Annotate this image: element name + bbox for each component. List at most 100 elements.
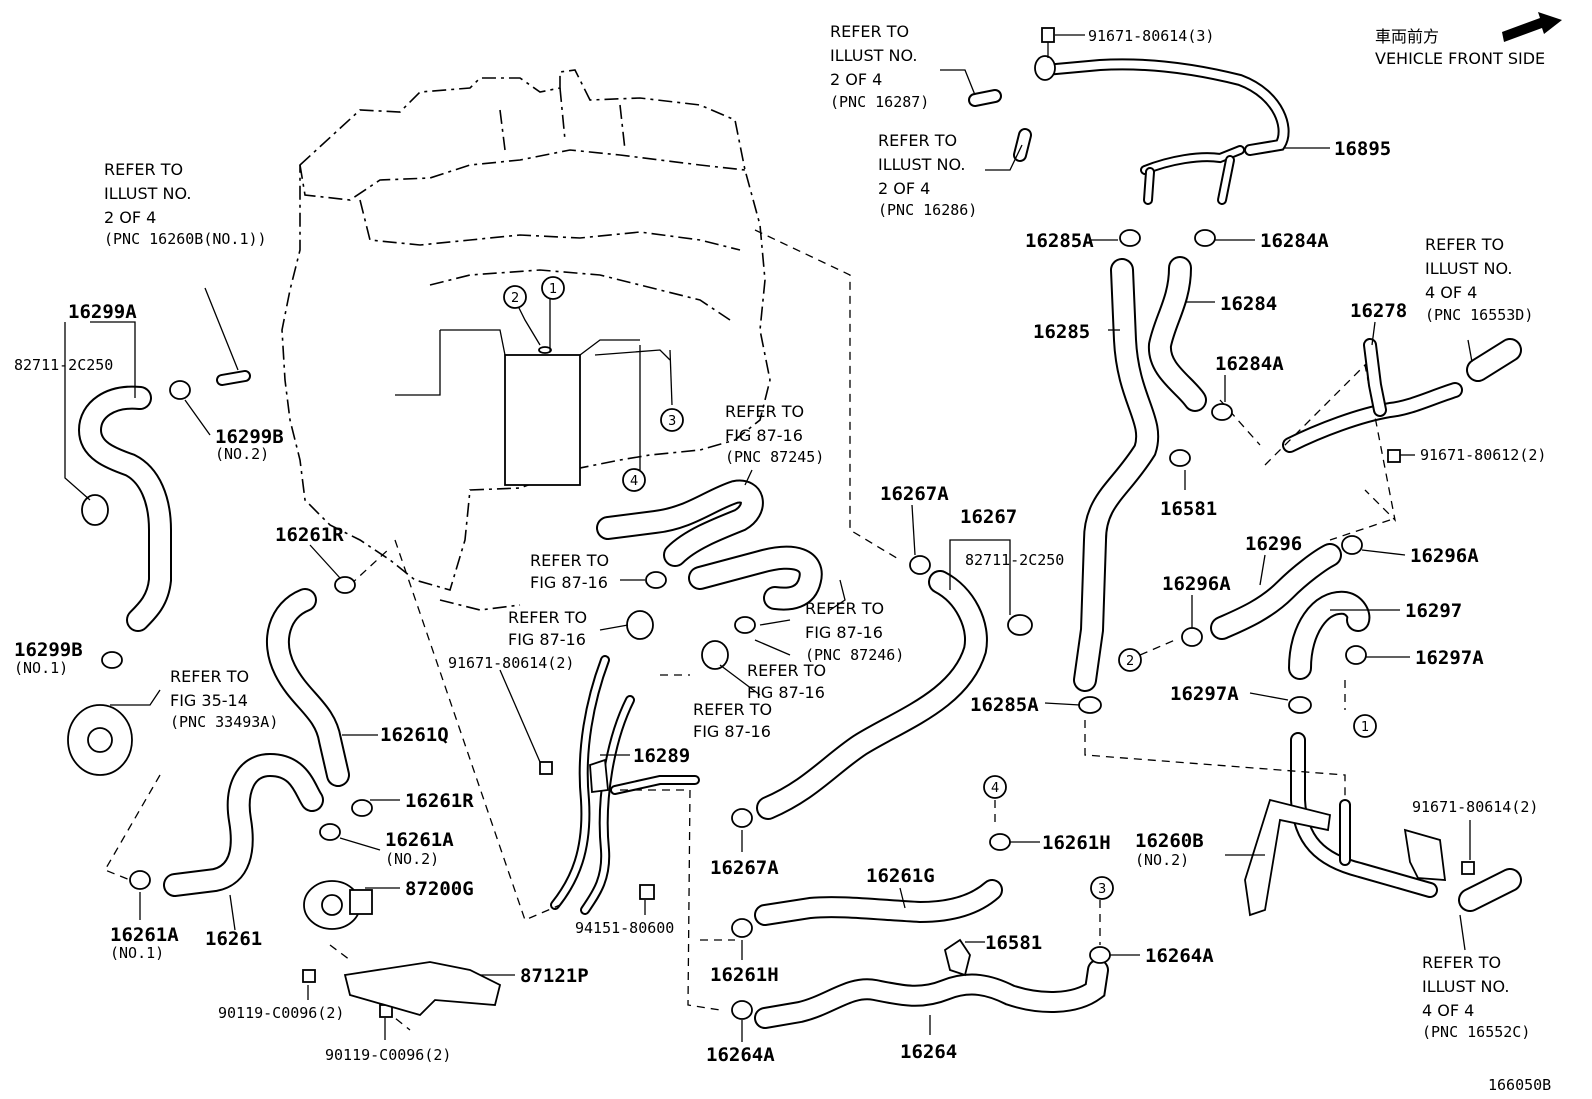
svg-text:FIG 87-16: FIG 87-16 <box>725 426 803 445</box>
clamp-icon <box>1194 229 1216 247</box>
bracket-icon <box>1244 798 1331 917</box>
clamp-icon <box>1341 535 1363 555</box>
part-label: 91671-80614(2) <box>448 654 574 672</box>
svg-text:FIG 87-16: FIG 87-16 <box>693 722 771 741</box>
svg-text:FIG 87-16: FIG 87-16 <box>530 573 608 592</box>
part-label: 90119-C0096(2) <box>218 1004 344 1022</box>
clamp-icon <box>1211 403 1233 421</box>
part-labels: 91671-80614(3) 16895 16285A 16284A 16285… <box>14 27 1551 1094</box>
part-label: 16261R <box>405 790 474 812</box>
part-label: 16267A <box>710 857 779 879</box>
part-label: 16261G <box>866 865 935 887</box>
clamp-icon <box>626 610 654 640</box>
svg-text:REFER TO: REFER TO <box>104 160 183 179</box>
part-label: 91671-80614(2) <box>1412 798 1538 816</box>
svg-text:ILLUST NO.: ILLUST NO. <box>830 46 917 65</box>
ref-block-fig87-16-d: REFER TO FIG 87-16 <box>693 700 772 741</box>
svg-text:REFER TO: REFER TO <box>830 22 909 41</box>
hoses <box>77 58 1522 1029</box>
part-label: 16297A <box>1415 647 1484 669</box>
svg-text:ILLUST NO.: ILLUST NO. <box>1422 977 1509 996</box>
callout-3: 3 <box>1098 882 1106 897</box>
part-label: 16895 <box>1334 138 1391 160</box>
part-label: 16296A <box>1410 545 1479 567</box>
ref-block-4of4-16552C: REFER TO ILLUST NO. 4 OF 4 (PNC 16552C) <box>1422 953 1530 1041</box>
ref-block-fig87-16-b: REFER TO FIG 87-16 <box>508 608 587 649</box>
part-label: 16296A <box>1162 573 1231 595</box>
bolt-icon <box>539 761 553 775</box>
clamp-icon <box>734 616 756 634</box>
callout-2-circle <box>1118 648 1142 672</box>
part-label: (NO.1) <box>14 659 68 677</box>
bracket-icon <box>1403 828 1447 881</box>
svg-text:ILLUST NO.: ILLUST NO. <box>1425 259 1512 278</box>
svg-text:2 OF 4: 2 OF 4 <box>104 208 156 227</box>
svg-text:FIG 87-16: FIG 87-16 <box>805 623 883 642</box>
ref-block-2of4-16286: REFER TO ILLUST NO. 2 OF 4 (PNC 16286) <box>878 131 977 219</box>
clamp-icon <box>701 640 729 670</box>
clamp-icon <box>1169 449 1191 467</box>
ref-block-fig87-16-87245: REFER TO FIG 87-16 (PNC 87245) <box>725 402 824 466</box>
part-label: 16299B <box>14 639 83 661</box>
clamp-icon <box>645 571 667 589</box>
svg-text:(PNC 16552C): (PNC 16552C) <box>1422 1023 1530 1041</box>
part-label: 16284A <box>1215 353 1284 375</box>
part-label: 16264A <box>706 1044 775 1066</box>
part-label: 16261 <box>205 928 262 950</box>
part-label: 82711-2C250 <box>965 551 1064 569</box>
svg-text:REFER TO: REFER TO <box>878 131 957 150</box>
part-label: 16260B <box>1135 830 1204 852</box>
direction-label-jp: 車両前方 <box>1375 27 1439 46</box>
callout-3-circle <box>660 408 684 432</box>
callout-4-circle <box>983 775 1007 799</box>
ref-block-fig87-16-c: REFER TO FIG 87-16 <box>747 661 826 702</box>
callout-4: 4 <box>630 474 638 489</box>
svg-text:REFER TO: REFER TO <box>508 608 587 627</box>
part-label: (NO.2) <box>385 850 439 868</box>
bolt-icon <box>639 884 655 900</box>
clamp-icon <box>1181 627 1203 647</box>
callout-2: 2 <box>511 291 519 306</box>
clamp-icon <box>1089 946 1111 964</box>
part-label: 16296 <box>1245 533 1302 555</box>
callout-3-circle <box>1090 876 1114 900</box>
svg-text:REFER TO: REFER TO <box>1422 953 1501 972</box>
part-label: 16297 <box>1405 600 1462 622</box>
clamp-icon <box>731 1000 753 1020</box>
svg-text:(PNC 16260B(NO.1)): (PNC 16260B(NO.1)) <box>104 230 267 248</box>
part-label: 16289 <box>633 745 690 767</box>
svg-text:4 OF 4: 4 OF 4 <box>1422 1001 1474 1020</box>
svg-text:ILLUST NO.: ILLUST NO. <box>878 155 965 174</box>
svg-text:2 OF 4: 2 OF 4 <box>878 179 930 198</box>
bracket-icon <box>343 961 502 1017</box>
svg-text:(PNC 16286): (PNC 16286) <box>878 201 977 219</box>
direction-label-en: VEHICLE FRONT SIDE <box>1375 49 1545 68</box>
clamp-icon <box>1078 696 1102 714</box>
part-label: (NO.2) <box>215 445 269 463</box>
engine-outline <box>281 69 771 611</box>
part-label: 16267A <box>880 483 949 505</box>
part-label: 16285 <box>1033 321 1090 343</box>
part-label: 16261H <box>1042 832 1111 854</box>
part-label: 16297A <box>1170 683 1239 705</box>
callout-3: 3 <box>668 414 676 429</box>
ref-block-2of4-16260B: REFER TO ILLUST NO. 2 OF 4 (PNC 16260B(N… <box>104 160 267 248</box>
pump-icon <box>67 704 133 776</box>
clamp-icon <box>1119 229 1141 247</box>
svg-text:(PNC 33493A): (PNC 33493A) <box>170 713 278 731</box>
clamp-icon <box>909 555 931 575</box>
clamp-icon <box>169 380 191 400</box>
front-arrow-icon <box>1502 12 1562 42</box>
callout-2: 2 <box>1126 654 1134 669</box>
svg-text:REFER TO: REFER TO <box>805 599 884 618</box>
callout-4: 4 <box>991 781 999 796</box>
clamp-icon <box>943 938 971 977</box>
clamp-icon <box>731 918 753 938</box>
svg-text:REFER TO: REFER TO <box>725 402 804 421</box>
ref-block-2of4-16287: REFER TO ILLUST NO. 2 OF 4 (PNC 16287) <box>830 22 929 111</box>
svg-text:REFER TO: REFER TO <box>170 667 249 686</box>
part-label: 16264 <box>900 1041 957 1063</box>
svg-text:FIG 87-16: FIG 87-16 <box>747 683 825 702</box>
part-label: 16267 <box>960 506 1017 528</box>
part-label: 16261A <box>110 924 179 946</box>
